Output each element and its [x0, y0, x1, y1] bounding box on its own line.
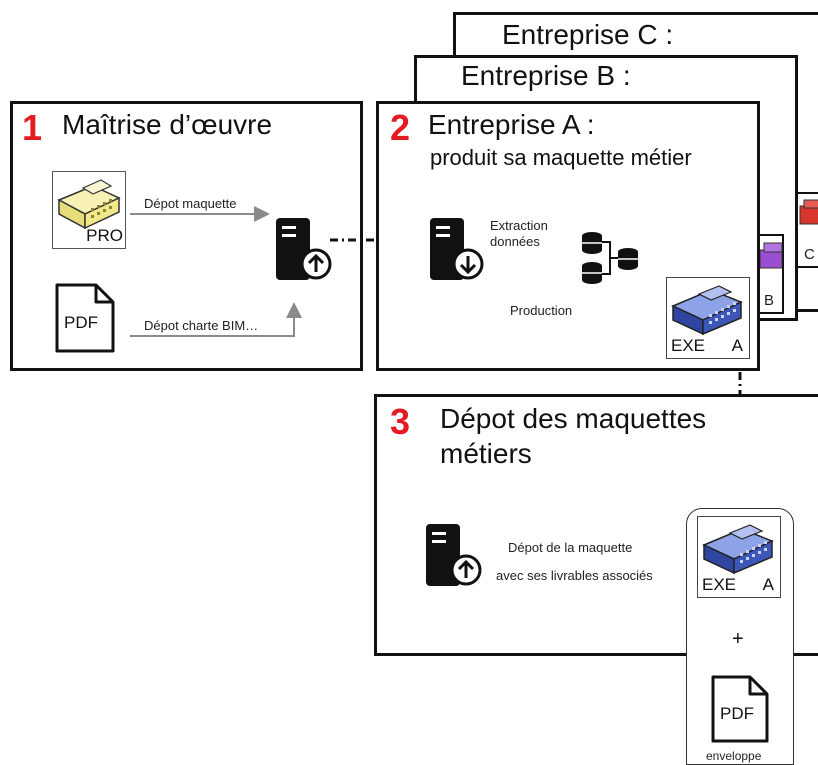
- enterprise-b-title: Entreprise B :: [461, 60, 631, 91]
- envelope-plus: +: [732, 628, 744, 650]
- arrow-label-charte: Dépot charte BIM…: [144, 318, 259, 333]
- building-b-letter: B: [764, 292, 775, 309]
- step1-title: Maîtrise d’œuvre: [62, 109, 273, 140]
- extraction-label-line1: Extraction: [490, 218, 548, 233]
- enterprise-b-building: B: [756, 234, 784, 314]
- pro-label: PRO: [86, 226, 123, 245]
- building-icon: [799, 199, 818, 225]
- step3-number: 3: [390, 401, 411, 442]
- pro-building-box: PRO: [52, 171, 126, 249]
- step2-title: Entreprise A :: [428, 109, 595, 140]
- deposit-label-line1: Dépot de la maquette: [508, 540, 633, 555]
- step1-number: 1: [22, 107, 43, 148]
- step3-title-line1: Dépot des maquettes: [440, 403, 707, 434]
- step2-number: 2: [390, 107, 411, 148]
- database-network-icon: [582, 232, 638, 284]
- step2-subtitle: produit sa maquette métier: [430, 145, 692, 170]
- building-icon: [57, 179, 121, 230]
- envelope-exe-letter: A: [762, 575, 774, 594]
- server-upload-icon: [426, 524, 482, 586]
- building-c-letter: C: [804, 246, 815, 263]
- pdf-label: PDF: [64, 313, 98, 332]
- extraction-label-line2: données: [490, 234, 540, 249]
- envelope-exe-label: EXE: [702, 575, 737, 594]
- step3-title-line2: métiers: [440, 438, 532, 469]
- exe-letter: A: [731, 336, 743, 355]
- enterprise-c-title: Entreprise C :: [502, 19, 674, 50]
- building-icon: [671, 285, 743, 336]
- pdf-file-icon: [55, 283, 115, 353]
- exe-label: EXE: [671, 336, 706, 355]
- server-download-icon: [430, 218, 484, 280]
- production-label: Production: [510, 303, 573, 318]
- exe-a-building-box: EXE A: [666, 277, 750, 359]
- building-icon: [702, 524, 774, 575]
- deposit-label-line2: avec ses livrables associés: [496, 568, 653, 583]
- building-icon: [759, 242, 783, 269]
- enterprise-c-building: C: [796, 192, 818, 268]
- arrow-label-maquette: Dépot maquette: [144, 196, 237, 211]
- server-upload-icon: [276, 218, 332, 280]
- envelope-exe-box: EXE A: [697, 516, 781, 598]
- envelope-caption: enveloppe: [706, 749, 762, 763]
- pdf-file-icon: [711, 675, 769, 743]
- envelope-pdf-label: PDF: [720, 704, 754, 723]
